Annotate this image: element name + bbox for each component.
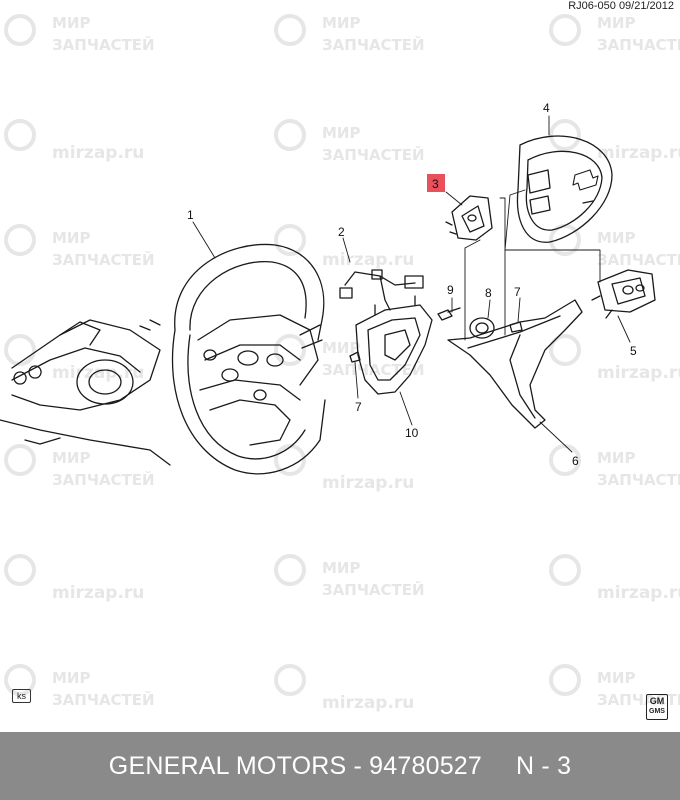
watermark-logo: МИР ЗАПЧАСТЕЙ bbox=[4, 444, 155, 489]
lower-trim-cover bbox=[355, 295, 433, 395]
left-switch bbox=[445, 195, 493, 241]
svg-text:МИР: МИР bbox=[52, 229, 90, 247]
svg-text:МИР: МИР bbox=[52, 669, 90, 687]
gm-logo: GM GMS bbox=[646, 694, 668, 720]
callout-7-left: 7 bbox=[355, 400, 362, 414]
watermark-logo: МИР ЗАПЧАСТЕЙ bbox=[4, 224, 155, 269]
callout-4: 4 bbox=[543, 101, 550, 115]
watermark-logo: mirzap.ru bbox=[4, 119, 144, 163]
callout-8: 8 bbox=[485, 286, 492, 300]
watermark-logo: mirzap.ru bbox=[549, 334, 680, 383]
svg-text:mirzap.ru: mirzap.ru bbox=[322, 693, 414, 713]
watermark-layer: МИР ЗАПЧАСТЕЙ МИР ЗАПЧАСТЕЙ МИР ЗАПЧАСТЕ… bbox=[4, 14, 680, 713]
svg-text:mirzap.ru: mirzap.ru bbox=[597, 143, 680, 163]
watermark-logo: mirzap.ru bbox=[274, 444, 414, 493]
callout-10: 10 bbox=[405, 426, 419, 440]
svg-text:mirzap.ru: mirzap.ru bbox=[597, 583, 680, 603]
svg-text:МИР: МИР bbox=[597, 229, 635, 247]
svg-text:ЗАПЧАСТЕЙ: ЗАПЧАСТЕЙ bbox=[597, 35, 680, 54]
watermark-logo: МИР ЗАПЧАСТЕЙ bbox=[549, 664, 680, 709]
svg-text:МИР: МИР bbox=[322, 339, 360, 357]
callout-1: 1 bbox=[187, 208, 194, 222]
callout-labels: 1 2 3 4 5 6 7 7 8 9 10 bbox=[187, 101, 637, 468]
ks-badge: ks bbox=[12, 689, 31, 703]
svg-text:mirzap.ru: mirzap.ru bbox=[52, 583, 144, 603]
watermark-logo: mirzap.ru bbox=[274, 664, 414, 713]
watermark-logo: mirzap.ru bbox=[4, 554, 144, 603]
diagram-position: N - 3 bbox=[516, 751, 572, 780]
steering-wheel-exploded-diagram: МИР ЗАПЧАСТЕЙ МИР ЗАПЧАСТЕЙ МИР ЗАПЧАСТЕ… bbox=[0, 14, 680, 713]
callout-7-right: 7 bbox=[514, 285, 521, 299]
watermark-logo: МИР ЗАПЧАСТЕЙ bbox=[4, 14, 155, 54]
callout-9: 9 bbox=[447, 283, 454, 297]
wiring-harness bbox=[339, 269, 424, 311]
right-switch bbox=[591, 269, 656, 319]
callout-5: 5 bbox=[630, 344, 637, 358]
callout-3-highlight bbox=[427, 174, 445, 192]
svg-text:mirzap.ru: mirzap.ru bbox=[52, 143, 144, 163]
svg-text:ЗАПЧАСТЕЙ: ЗАПЧАСТЕЙ bbox=[52, 35, 155, 54]
svg-text:ЗАПЧАСТЕЙ: ЗАПЧАСТЕЙ bbox=[322, 360, 425, 379]
watermark-logo: mirzap.ru bbox=[549, 554, 680, 603]
fastener bbox=[349, 351, 361, 363]
svg-text:mirzap.ru: mirzap.ru bbox=[597, 363, 680, 383]
svg-text:МИР: МИР bbox=[597, 669, 635, 687]
callout-6: 6 bbox=[572, 454, 579, 468]
bezel-cap bbox=[469, 317, 495, 339]
watermark-logo: mirzap.ru bbox=[274, 224, 414, 270]
screw bbox=[437, 307, 461, 321]
svg-text:МИР: МИР bbox=[322, 14, 360, 32]
watermark-logo: МИР ЗАПЧАСТЕЙ bbox=[274, 119, 425, 164]
watermark-logo: mirzap.ru bbox=[549, 119, 680, 163]
watermark-logo: МИР ЗАПЧАСТЕЙ bbox=[4, 664, 155, 709]
watermark-logo: mirzap.ru bbox=[4, 334, 144, 383]
leader-lines bbox=[192, 115, 631, 453]
watermark-logo: МИР ЗАПЧАСТЕЙ bbox=[274, 14, 425, 54]
svg-text:ЗАПЧАСТЕЙ: ЗАПЧАСТЕЙ bbox=[52, 250, 155, 269]
steering-wheel bbox=[171, 243, 326, 475]
svg-text:ЗАПЧАСТЕЙ: ЗАПЧАСТЕЙ bbox=[322, 145, 425, 164]
part-info-footer: GENERAL MOTORS - 94780527 N - 3 bbox=[0, 732, 680, 800]
callout-2: 2 bbox=[338, 225, 345, 239]
svg-text:ЗАПЧАСТЕЙ: ЗАПЧАСТЕЙ bbox=[322, 35, 425, 54]
svg-text:МИР: МИР bbox=[52, 449, 90, 467]
svg-text:mirzap.ru: mirzap.ru bbox=[52, 363, 144, 383]
svg-text:МИР: МИР bbox=[322, 559, 360, 577]
watermark-logo: МИР ЗАПЧАСТЕЙ bbox=[274, 554, 425, 599]
svg-text:МИР: МИР bbox=[597, 14, 635, 32]
svg-text:mirzap.ru: mirzap.ru bbox=[322, 473, 414, 493]
svg-text:ЗАПЧАСТЕЙ: ЗАПЧАСТЕЙ bbox=[597, 470, 680, 489]
part-number: GENERAL MOTORS - 94780527 bbox=[108, 751, 483, 780]
watermark-logo: МИР ЗАПЧАСТЕЙ bbox=[274, 334, 425, 379]
trim-bezel bbox=[447, 299, 583, 429]
svg-text:ЗАПЧАСТЕЙ: ЗАПЧАСТЕЙ bbox=[52, 690, 155, 709]
steering-column bbox=[0, 319, 171, 466]
diagram-reference: RJ06-050 09/21/2012 bbox=[568, 0, 674, 12]
svg-text:МИР: МИР bbox=[52, 14, 90, 32]
airbag-module bbox=[516, 135, 613, 243]
gm-logo-subtext: GMS bbox=[649, 708, 665, 715]
svg-text:mirzap.ru: mirzap.ru bbox=[322, 250, 414, 270]
svg-text:ЗАПЧАСТЕЙ: ЗАПЧАСТЕЙ bbox=[322, 580, 425, 599]
svg-text:ЗАПЧАСТЕЙ: ЗАПЧАСТЕЙ bbox=[52, 470, 155, 489]
svg-text:ЗАПЧАСТЕЙ: ЗАПЧАСТЕЙ bbox=[597, 250, 680, 269]
watermark-logo: МИР ЗАПЧАСТЕЙ bbox=[549, 224, 680, 269]
gm-logo-text: GM bbox=[649, 696, 665, 706]
watermark-logo: МИР ЗАПЧАСТЕЙ bbox=[549, 14, 680, 54]
watermark-logo: МИР ЗАПЧАСТЕЙ bbox=[549, 444, 680, 489]
svg-text:МИР: МИР bbox=[597, 449, 635, 467]
callout-3: 3 bbox=[432, 177, 439, 191]
svg-text:МИР: МИР bbox=[322, 124, 360, 142]
